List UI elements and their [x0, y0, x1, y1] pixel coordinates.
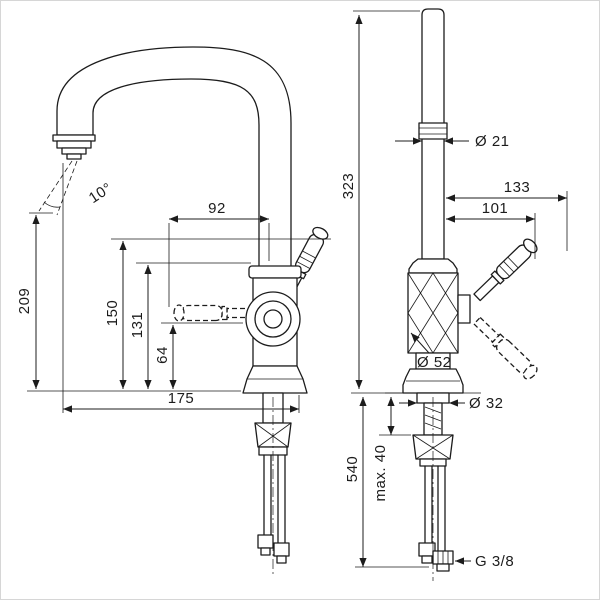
front-view-faucet: [385, 8, 538, 581]
dim-label-540: 540: [344, 456, 361, 483]
dim-label-175: 175: [168, 390, 195, 407]
side-view-faucet: [38, 46, 329, 577]
front-view-dimensions: Ø 21 323 133 101 Ø 52 Ø 32 540 max. 40 G…: [340, 10, 568, 570]
aerator: [52, 134, 96, 160]
pipe-joint-ring: [418, 122, 448, 140]
dim-label-323: 323: [340, 173, 357, 200]
spray-angle-label: 10°: [86, 180, 116, 207]
dim-label-133: 133: [504, 179, 531, 196]
swivel-collar: [248, 265, 302, 279]
mounting-parts-side: [254, 392, 292, 577]
dim-label-max40: max. 40: [372, 445, 389, 502]
dim-label-d52: Ø 52: [417, 354, 452, 371]
spout-outline: [56, 46, 292, 270]
base-flange-side: [242, 365, 308, 394]
upper-collar-front: [408, 258, 458, 274]
mounting-parts-front: [412, 392, 454, 581]
lever-socket: [457, 294, 471, 324]
dim-label-150: 150: [104, 300, 121, 327]
dim-label-92: 92: [208, 200, 226, 217]
dim-label-131: 131: [129, 312, 146, 339]
lever-front-alt-dashed: [473, 316, 538, 380]
dim-label-209: 209: [16, 288, 33, 315]
dim-label-g38: G 3/8: [475, 553, 514, 570]
spray-angle-lines: [38, 160, 78, 216]
dim-label-101: 101: [482, 200, 509, 217]
lever-front-up: [473, 238, 538, 302]
dim-label-d21: Ø 21: [475, 133, 510, 150]
dim-label-64: 64: [154, 346, 171, 364]
hub-inner-circle: [263, 309, 283, 329]
dim-label-d32: Ø 32: [469, 395, 504, 412]
lever-side-alt-dashed: [173, 304, 254, 322]
